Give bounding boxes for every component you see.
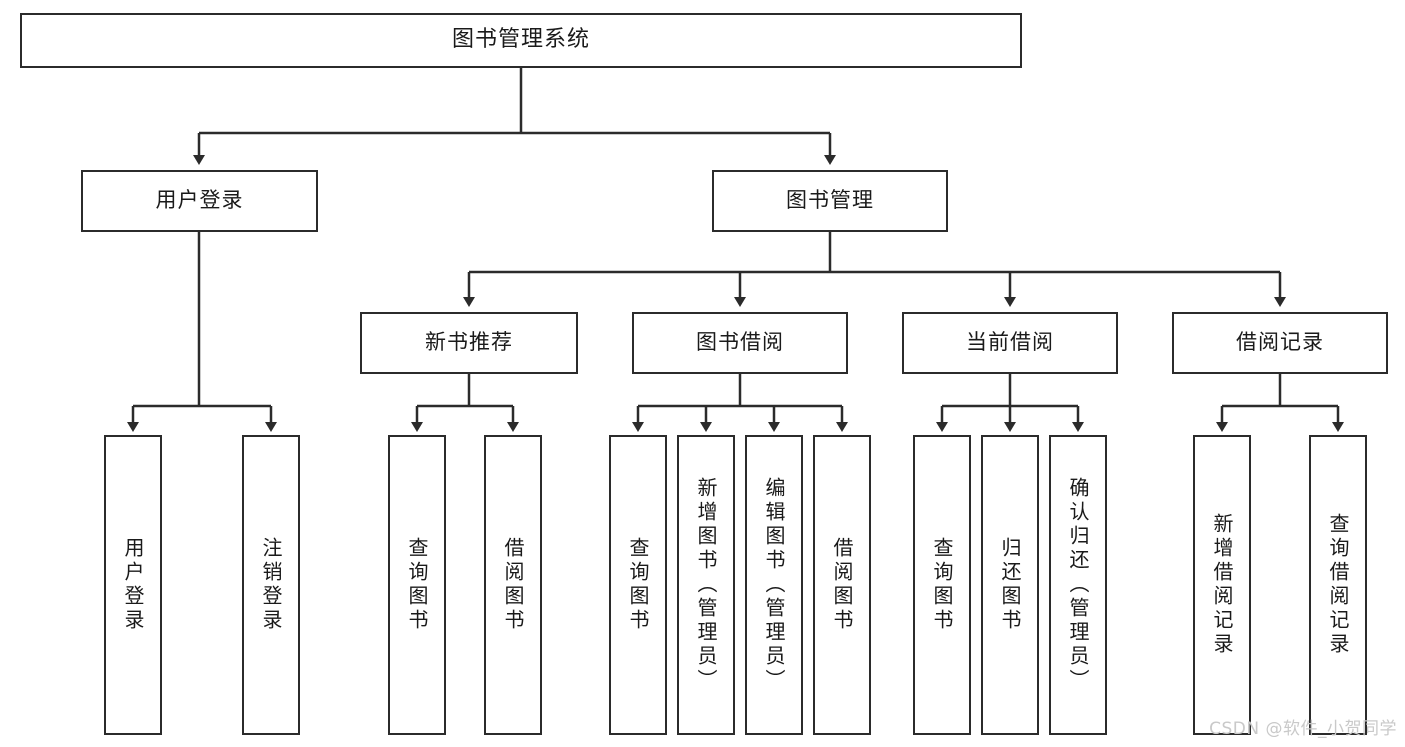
node-label: 新增借阅记录 (1210, 513, 1234, 657)
node-label: 用户登录 (155, 188, 244, 213)
node-label: 借阅图书 (501, 537, 525, 633)
node-label: 新书推荐 (425, 330, 513, 355)
node-label: 注销登录 (259, 537, 283, 633)
leaf-book-borrow-add-book-admin[interactable]: 新增图书（管理员） (677, 435, 735, 735)
node-label: 用户登录 (121, 537, 145, 633)
leaf-borrow-record-query-record[interactable]: 查询借阅记录 (1309, 435, 1367, 735)
node-label: 归还图书 (998, 537, 1022, 633)
node-borrow-record[interactable]: 借阅记录 (1172, 312, 1388, 374)
leaf-new-book-borrow-book[interactable]: 借阅图书 (484, 435, 542, 735)
node-label: 图书借阅 (696, 330, 784, 355)
leaf-borrow-record-add-record[interactable]: 新增借阅记录 (1193, 435, 1251, 735)
csdn-watermark: CSDN @软件_小贺同学 (1209, 719, 1397, 739)
node-current-borrow[interactable]: 当前借阅 (902, 312, 1118, 374)
node-label: 新增图书（管理员） (694, 477, 718, 693)
node-root-book-management-system[interactable]: 图书管理系统 (20, 13, 1022, 68)
leaf-book-borrow-query-book[interactable]: 查询图书 (609, 435, 667, 735)
node-label: 查询借阅记录 (1326, 513, 1350, 657)
node-label: 查询图书 (930, 537, 954, 633)
leaf-current-borrow-confirm-return-admin[interactable]: 确认归还（管理员） (1049, 435, 1107, 735)
node-label: 借阅图书 (830, 537, 854, 633)
leaf-user-login-logout[interactable]: 注销登录 (242, 435, 300, 735)
node-user-login[interactable]: 用户登录 (81, 170, 318, 232)
node-book-management[interactable]: 图书管理 (712, 170, 948, 232)
leaf-book-borrow-borrow-book[interactable]: 借阅图书 (813, 435, 871, 735)
leaf-user-login-login[interactable]: 用户登录 (104, 435, 162, 735)
leaf-current-borrow-return-book[interactable]: 归还图书 (981, 435, 1039, 735)
node-book-borrow[interactable]: 图书借阅 (632, 312, 848, 374)
node-label: 确认归还（管理员） (1066, 477, 1090, 693)
leaf-new-book-query-book[interactable]: 查询图书 (388, 435, 446, 735)
leaf-current-borrow-query-book[interactable]: 查询图书 (913, 435, 971, 735)
node-label: 图书管理系统 (451, 27, 590, 53)
node-label: 图书管理 (786, 188, 874, 213)
node-label: 查询图书 (626, 537, 650, 633)
leaf-book-borrow-edit-book-admin[interactable]: 编辑图书（管理员） (745, 435, 803, 735)
node-label: 当前借阅 (966, 330, 1054, 355)
node-label: 编辑图书（管理员） (762, 477, 786, 693)
node-label: 借阅记录 (1236, 330, 1324, 355)
node-new-book-recommend[interactable]: 新书推荐 (360, 312, 578, 374)
node-label: 查询图书 (405, 537, 429, 633)
